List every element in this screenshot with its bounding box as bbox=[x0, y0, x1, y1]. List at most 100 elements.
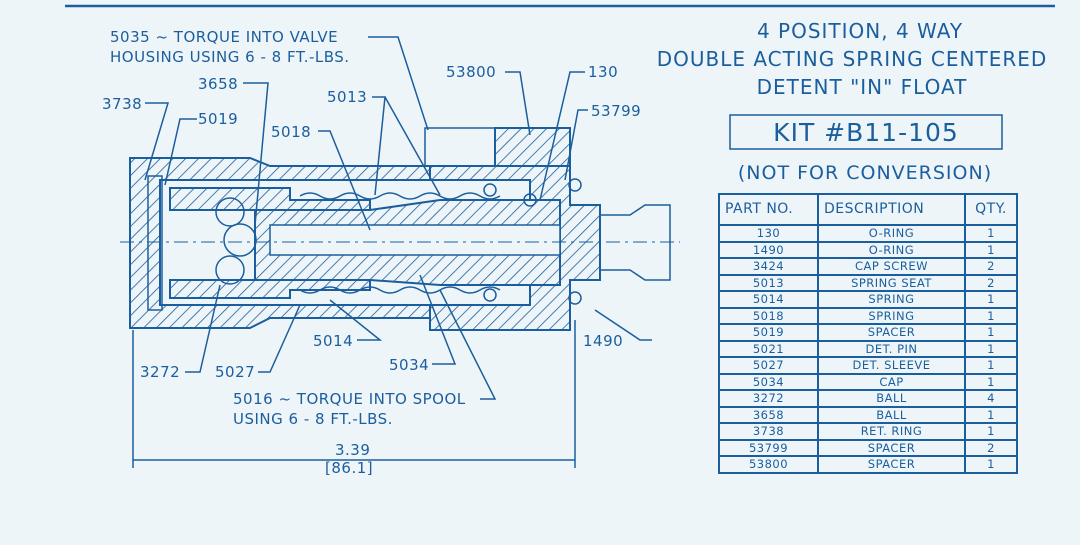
title-line1: 4 POSITION, 4 WAY bbox=[757, 19, 963, 43]
cell-description: O-RING bbox=[817, 240, 966, 259]
cell-qty: 1 bbox=[964, 372, 1018, 391]
cell-part-no: 53800 bbox=[718, 455, 819, 474]
callout-5013: 5013 bbox=[327, 88, 367, 106]
kit-number: KIT #B11-105 bbox=[773, 118, 959, 147]
cell-part-no: 3272 bbox=[718, 389, 819, 408]
title-block: 4 POSITION, 4 WAY DOUBLE ACTING SPRING C… bbox=[657, 19, 1048, 184]
cell-part-no: 130 bbox=[718, 224, 819, 243]
cell-description: SPRING SEAT bbox=[817, 273, 966, 292]
cell-qty: 2 bbox=[964, 273, 1018, 292]
cap-body bbox=[120, 127, 680, 331]
cell-qty: 1 bbox=[964, 455, 1018, 474]
kit-box bbox=[729, 114, 1003, 150]
cell-part-no: 5013 bbox=[718, 273, 819, 292]
callout-3658: 3658 bbox=[198, 75, 238, 93]
cell-qty: 1 bbox=[964, 356, 1018, 375]
callout-53800: 53800 bbox=[446, 63, 496, 81]
detent-sleeve-top bbox=[169, 187, 371, 211]
callout-5014: 5014 bbox=[313, 332, 353, 350]
callout-5016-line1: 5016 ~ TORQUE INTO SPOOL bbox=[233, 390, 466, 408]
ball-3658 bbox=[223, 223, 257, 257]
cell-qty: 1 bbox=[964, 405, 1018, 424]
detent-pin bbox=[269, 224, 561, 256]
callout-5019: 5019 bbox=[198, 110, 238, 128]
callout-5027: 5027 bbox=[215, 363, 255, 381]
cell-part-no: 3658 bbox=[718, 405, 819, 424]
cell-description: SPACER bbox=[817, 438, 966, 457]
callout-3272: 3272 bbox=[140, 363, 180, 381]
cell-part-no: 5021 bbox=[718, 339, 819, 358]
callout-labels: 5035 ~ TORQUE INTO VALVE HOUSING USING 6… bbox=[102, 28, 641, 477]
cell-qty: 2 bbox=[964, 257, 1018, 276]
cell-part-no: 3424 bbox=[718, 257, 819, 276]
cell-qty: 1 bbox=[964, 290, 1018, 309]
title-line2: DOUBLE ACTING SPRING CENTERED bbox=[657, 47, 1048, 71]
cell-description: SPRING bbox=[817, 306, 966, 325]
callout-5035-line1: 5035 ~ TORQUE INTO VALVE bbox=[110, 28, 338, 46]
callout-5034: 5034 bbox=[389, 356, 429, 374]
cell-part-no: 5014 bbox=[718, 290, 819, 309]
cell-part-no: 5034 bbox=[718, 372, 819, 391]
cell-qty: 4 bbox=[964, 389, 1018, 408]
cell-description: CAP bbox=[817, 372, 966, 391]
cell-part-no: 5018 bbox=[718, 306, 819, 325]
cell-description: BALL bbox=[817, 405, 966, 424]
header-description: DESCRIPTION bbox=[817, 193, 966, 226]
cell-qty: 1 bbox=[964, 422, 1018, 441]
cell-description: BALL bbox=[817, 389, 966, 408]
detent-sleeve-bottom bbox=[169, 279, 371, 299]
cell-part-no: 5027 bbox=[718, 356, 819, 375]
dimension-inches: 3.39 bbox=[335, 441, 370, 459]
cell-part-no: 53799 bbox=[718, 438, 819, 457]
cell-part-no: 1490 bbox=[718, 240, 819, 259]
cell-description: DET. SLEEVE bbox=[817, 356, 966, 375]
callout-5035-line2: HOUSING USING 6 - 8 FT.-LBS. bbox=[110, 48, 350, 66]
cell-part-no: 5019 bbox=[718, 323, 819, 342]
cell-part-no: 3738 bbox=[718, 422, 819, 441]
callout-53799: 53799 bbox=[591, 102, 641, 120]
header-part-no: PART NO. bbox=[718, 193, 819, 226]
cell-description: RET. RING bbox=[817, 422, 966, 441]
cell-description: SPACER bbox=[817, 323, 966, 342]
cell-qty: 1 bbox=[964, 323, 1018, 342]
valve-housing-step bbox=[424, 127, 496, 167]
cell-qty: 2 bbox=[964, 438, 1018, 457]
cell-qty: 1 bbox=[964, 339, 1018, 358]
cell-description: DET. PIN bbox=[817, 339, 966, 358]
cell-qty: 1 bbox=[964, 306, 1018, 325]
title-line3: DETENT "IN" FLOAT bbox=[757, 75, 968, 99]
cell-description: O-RING bbox=[817, 224, 966, 243]
dimension-mm: [86.1] bbox=[325, 459, 373, 477]
cell-qty: 1 bbox=[964, 224, 1018, 243]
callout-1490: 1490 bbox=[583, 332, 623, 350]
cell-qty: 1 bbox=[964, 240, 1018, 259]
conversion-note: (NOT FOR CONVERSION) bbox=[738, 162, 992, 184]
cell-description: SPRING bbox=[817, 290, 966, 309]
callout-5016-line2: USING 6 - 8 FT.-LBS. bbox=[233, 410, 393, 428]
cell-description: CAP SCREW bbox=[817, 257, 966, 276]
retaining-ring bbox=[147, 175, 163, 311]
callout-130: 130 bbox=[588, 63, 618, 81]
spacer-53800 bbox=[494, 127, 571, 167]
header-qty: QTY. bbox=[964, 193, 1018, 226]
leader-lines bbox=[132, 36, 652, 468]
ball-3272-bottom bbox=[215, 255, 245, 285]
callout-5018: 5018 bbox=[271, 123, 311, 141]
cell-description: SPACER bbox=[817, 455, 966, 474]
